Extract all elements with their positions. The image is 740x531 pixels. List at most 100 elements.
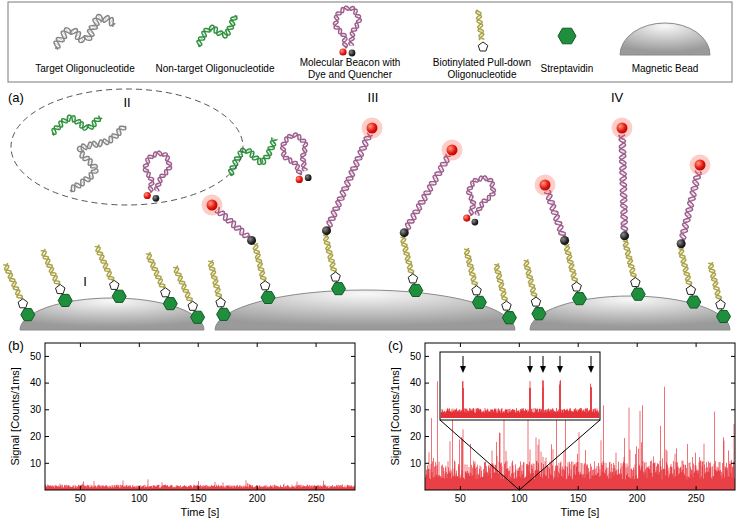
molecular-beacon-strand (281, 133, 308, 175)
legend-label: Molecular Beacon with Dye and Quencher (294, 57, 406, 81)
biotin-pentagon (686, 285, 696, 294)
pull-down-oligonucleotide-strand (209, 260, 222, 298)
legend-label: Biotinylated Pull-down Oligonucleotide (426, 57, 538, 81)
tick-label-box: 30 (30, 404, 41, 416)
tick-label-box: 40 (30, 377, 41, 389)
panel-label-box: (a) (8, 91, 24, 106)
quencher-ball (560, 236, 569, 245)
pull-down-oligonucleotide-rungs (209, 261, 222, 298)
pull-down-oligonucleotide (524, 259, 537, 297)
pull-down-oligonucleotide-strand (564, 245, 577, 281)
target-oligonucleotide-strand (70, 126, 126, 191)
tick-label: 150 (570, 493, 587, 504)
tick-label-box: 10 (30, 458, 41, 470)
molecular-beacon (467, 176, 496, 216)
pull-down-oligonucleotide-rungs (565, 245, 578, 282)
pull-down-oligonucleotide-strand (679, 248, 692, 286)
tick-label: 50 (75, 493, 86, 504)
panel-label-box: IV (611, 91, 623, 106)
panel-label: I (83, 274, 87, 289)
tick-label: 40 (410, 377, 421, 388)
pull-down-oligonucleotide-strand (623, 241, 636, 277)
tick-label-box: 200 (249, 493, 266, 505)
non-target-oligonucleotide (197, 15, 237, 47)
streptavidin-hexagon (558, 28, 576, 44)
molecular-beacon-strand (547, 191, 566, 237)
pull-down-oligonucleotide-strand (41, 251, 60, 284)
pull-down-oligonucleotide-strand (476, 10, 484, 39)
molecular-beacon (215, 207, 250, 238)
tick-label: 150 (190, 493, 207, 504)
pull-down-oligonucleotide-strand (464, 249, 477, 285)
quencher-ball (400, 228, 409, 237)
assay-illustration (3, 115, 730, 330)
dye-glow (612, 118, 633, 139)
event-arrowhead (588, 366, 594, 373)
tick-label: 200 (249, 493, 266, 504)
pull-down-oligonucleotide-strand (208, 261, 221, 297)
dye-ball (296, 176, 303, 183)
streptavidin-hexagon (409, 284, 423, 296)
molecular-beacon-strand (619, 135, 627, 232)
magnetic-bead (620, 23, 710, 55)
pull-down-oligonucleotide-rungs (324, 235, 337, 272)
tick-label: 30 (410, 404, 421, 415)
signal-chart (425, 343, 735, 490)
tick-label: 20 (30, 431, 41, 442)
tick-label: 50 (30, 351, 41, 362)
pull-down-oligonucleotide (3, 263, 22, 299)
tick-label: 30 (30, 404, 41, 415)
zoom-line (519, 420, 600, 490)
legend-entry: Non-target Oligonucleotide (148, 57, 283, 81)
pull-down-oligonucleotide-strand (324, 234, 337, 272)
legend-label: Streptavidin (541, 63, 594, 75)
streptavidin-hexagon (631, 288, 645, 300)
biotin-pentagon (502, 301, 512, 310)
legend-entry: Molecular Beacon with Dye and Quencher (294, 57, 406, 81)
tick-label: 200 (629, 493, 646, 504)
tick-label-box: 30 (410, 404, 421, 416)
tick-label: 50 (410, 351, 421, 362)
quencher-ball (305, 174, 312, 181)
pull-down-oligonucleotide-strand (708, 263, 721, 299)
streptavidin-hexagon (472, 296, 486, 308)
pull-down-oligonucleotide-strand (524, 259, 537, 297)
legend-label: Non-target Oligonucleotide (156, 63, 275, 75)
molecular-beacon (680, 170, 701, 240)
pull-down-oligonucleotide (476, 10, 485, 40)
quencher-ball (471, 219, 478, 226)
pull-down-oligonucleotide-strand (476, 10, 484, 40)
dye-ball (463, 214, 470, 221)
magnetic-bead (215, 290, 515, 330)
signal-trace (46, 479, 355, 490)
pull-down-oligonucleotide-rungs (709, 263, 722, 300)
streptavidin-hexagon (717, 310, 731, 322)
molecular-beacon-rungs (327, 135, 372, 228)
molecular-beacon-strand (467, 176, 495, 215)
target-oligonucleotide-strand (54, 16, 115, 50)
axis-title: Signal [Counts/1ms] (389, 367, 401, 465)
axis-title-box: Time [s] (181, 506, 220, 519)
molecular-beacon-strand (143, 152, 171, 193)
dye-ball (447, 145, 458, 156)
legend-panel (8, 2, 732, 82)
dye-glow (535, 175, 556, 196)
axis-ticks (45, 343, 355, 490)
tick-label-box: 250 (688, 493, 705, 505)
tick-label: 100 (511, 493, 528, 504)
inset-signal (441, 380, 599, 418)
tick-label-box: 20 (30, 431, 41, 443)
panel-label: (c) (388, 338, 403, 353)
dye-ball (695, 160, 706, 171)
tick-label-box: 150 (190, 493, 207, 505)
pull-down-oligonucleotide-strand (495, 263, 508, 301)
target-oligonucleotide (54, 15, 115, 50)
streptavidin-hexagon (191, 311, 205, 323)
molecular-beacon (544, 191, 566, 237)
tick-label-box: 100 (511, 493, 528, 505)
quencher-ball (322, 226, 331, 235)
event-arrowhead (557, 366, 563, 373)
legend-entry: Streptavidin (536, 57, 598, 81)
target-oligonucleotide (70, 126, 126, 192)
molecular-beacon-rungs (467, 176, 495, 216)
